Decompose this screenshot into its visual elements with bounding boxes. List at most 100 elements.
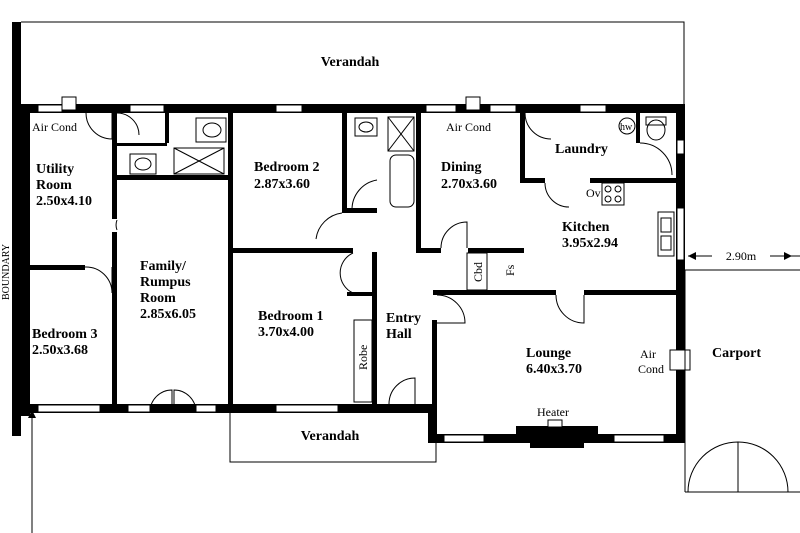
label-fs: Fs xyxy=(503,264,517,276)
label-heater: Heater xyxy=(537,405,569,419)
label-aircond-lounge-2: Cond xyxy=(638,362,664,376)
oven xyxy=(601,182,625,206)
wall-family-right xyxy=(228,104,233,406)
label-laundry: Laundry xyxy=(555,142,608,157)
label-boundary: BOUNDARY xyxy=(1,244,12,300)
wall-lounge-left xyxy=(432,320,437,408)
wall-right xyxy=(676,104,685,443)
window-top-4 xyxy=(425,104,457,113)
door-laundry xyxy=(544,182,570,208)
label-cbd: Cbd xyxy=(471,262,485,282)
label-bedroom3-size: 2.50x3.68 xyxy=(32,343,88,358)
aircond-unit-lounge xyxy=(669,349,691,371)
fireplace xyxy=(516,426,598,436)
label-dining-size: 2.70x3.60 xyxy=(441,177,497,192)
label-entry-2: Hall xyxy=(386,327,412,342)
wall-laundry-left xyxy=(520,113,525,183)
aircond-unit-mid xyxy=(465,96,481,111)
kitchen-sink xyxy=(657,211,675,257)
door-wc xyxy=(639,142,673,176)
wall-bed1-step xyxy=(347,292,377,296)
bath-tub xyxy=(389,154,415,208)
label-utility-2: Room xyxy=(36,178,72,193)
window-top-6 xyxy=(579,104,607,113)
wall-bottom-left xyxy=(21,404,433,413)
label-bedroom1-size: 3.70x4.00 xyxy=(258,325,314,340)
label-lounge-size: 6.40x3.70 xyxy=(526,362,582,377)
carport-gate-b xyxy=(737,441,789,493)
wall-bath-h xyxy=(117,143,167,146)
window-right-1 xyxy=(676,139,685,155)
hot-water-unit xyxy=(618,117,636,135)
window-bottom-4 xyxy=(275,404,339,413)
door-lounge xyxy=(436,294,466,324)
wall-top xyxy=(21,104,685,113)
wall-dining-bottom-2 xyxy=(468,248,524,253)
hearth xyxy=(530,436,584,448)
wall-bed1-right xyxy=(372,252,377,406)
label-hw: hw xyxy=(620,122,633,133)
label-aircond-mid: Air Cond xyxy=(446,120,491,134)
door-family-b xyxy=(173,389,197,413)
wall-bath-bottom xyxy=(347,208,377,213)
label-aircond-left: Air Cond xyxy=(32,120,77,134)
aircond-unit-left xyxy=(61,96,77,111)
verandah-top-outline xyxy=(21,21,685,108)
robe-cupboard xyxy=(353,319,373,403)
door-bath-top xyxy=(116,112,140,136)
door-family-side xyxy=(115,219,118,231)
label-bedroom2-size: 2.87x3.60 xyxy=(254,177,310,192)
wall-utility-right xyxy=(112,104,117,219)
door-dining xyxy=(440,221,468,249)
label-kitchen-size: 3.95x2.94 xyxy=(562,236,618,251)
label-entry-1: Entry xyxy=(386,311,421,326)
boundary-wall xyxy=(12,22,21,436)
label-dining: Dining xyxy=(441,160,481,175)
cupboard-cbd xyxy=(466,252,488,291)
wall-bed2-bottom xyxy=(233,248,353,253)
dimension-arrow-right xyxy=(784,252,792,260)
shower-1 xyxy=(173,147,225,175)
label-carport: Carport xyxy=(712,346,761,361)
label-family-3: Room xyxy=(140,291,176,306)
front-verandah-outline xyxy=(229,413,437,463)
window-bottom-6 xyxy=(613,434,665,443)
door-bath-mid xyxy=(351,179,378,211)
label-verandah-front: Verandah xyxy=(301,429,360,444)
label-utility-1: Utility xyxy=(36,162,74,177)
window-top-1 xyxy=(37,104,63,113)
window-top-2 xyxy=(129,104,165,113)
toilet-2 xyxy=(646,119,666,141)
wall-bed2-right xyxy=(342,113,347,213)
label-family-size: 2.85x6.05 xyxy=(140,307,196,322)
label-bedroom1: Bedroom 1 xyxy=(258,309,323,324)
wall-left xyxy=(21,104,30,416)
label-lounge: Lounge xyxy=(526,346,571,361)
wall-lounge-step xyxy=(428,404,437,442)
window-bottom-1 xyxy=(37,404,101,413)
wall-utility-bed3 xyxy=(21,265,85,270)
window-bottom-3 xyxy=(195,404,217,413)
wall-laundry-wc xyxy=(636,113,640,143)
wall-family-top xyxy=(117,175,232,180)
wall-family-left xyxy=(112,232,117,406)
door-family-a xyxy=(149,389,173,413)
door-kitchen-lounge xyxy=(555,294,585,324)
label-utility-size: 2.50x4.10 xyxy=(36,194,92,209)
label-aircond-lounge-1: Air xyxy=(640,347,656,361)
label-robe: Robe xyxy=(356,345,370,370)
wall-lounge-top xyxy=(433,290,556,295)
label-oven: Ov xyxy=(586,186,601,200)
wall-lounge-top-2 xyxy=(584,290,679,295)
wall-laundry-bottom-2 xyxy=(590,178,680,183)
door-laundry-top xyxy=(524,112,552,140)
window-bottom-5 xyxy=(443,434,485,443)
basin-2 xyxy=(354,117,378,137)
door-bedroom2 xyxy=(315,212,343,240)
wall-bath-div xyxy=(165,113,169,143)
door-bedroom1 xyxy=(339,252,354,294)
label-kitchen: Kitchen xyxy=(562,220,610,235)
window-top-3 xyxy=(275,104,303,113)
wall-laundry-bottom xyxy=(525,178,545,183)
